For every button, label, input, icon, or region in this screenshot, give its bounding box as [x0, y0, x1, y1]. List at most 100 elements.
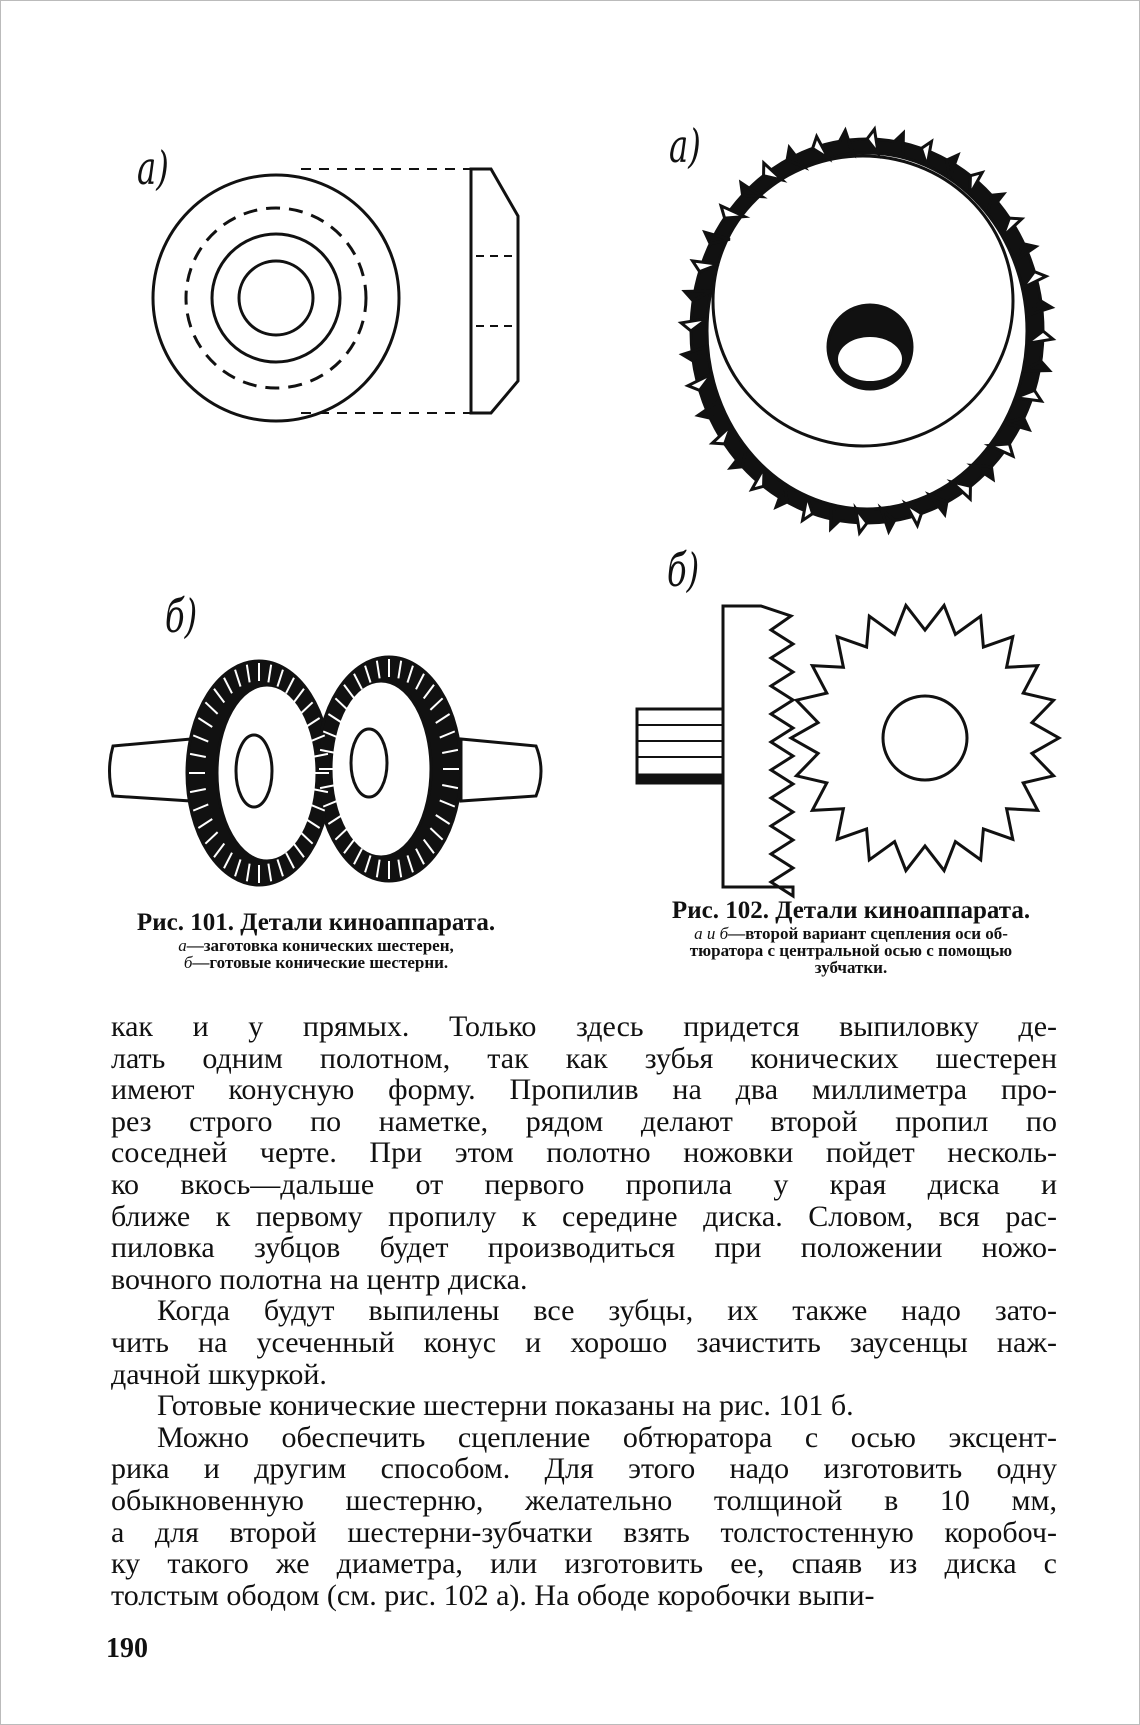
- text-line: рика и другим способом. Для этого надо и…: [111, 1452, 1057, 1486]
- gear-tooth: [901, 499, 924, 530]
- gear-tooth: [441, 783, 459, 790]
- gear-tooth: [865, 125, 881, 159]
- fig101-title: Рис. 101. Детали киноаппарата.: [136, 909, 496, 936]
- gear-tooth: [197, 818, 213, 829]
- fig101b-bevel-gears: [108, 655, 543, 887]
- gear-tooth: [439, 799, 456, 808]
- gear-tooth: [223, 677, 233, 694]
- gear-tooth: [311, 752, 329, 759]
- gear-tooth: [234, 859, 242, 877]
- gear-tooth: [1021, 269, 1050, 290]
- text-line: обыкновенную шестерню, желательно толщин…: [111, 1483, 1057, 1517]
- caption-letter: б: [183, 953, 193, 972]
- gear-tooth: [311, 787, 329, 794]
- fig101-label-b: б): [165, 589, 198, 643]
- gear-tooth: [853, 503, 869, 537]
- gear-tooth: [189, 787, 207, 794]
- fig102-title: Рис. 102. Детали киноаппарата.: [671, 897, 1031, 924]
- gear-tooth: [343, 684, 356, 700]
- text-line: Когда будут выпилены все зубцы, их также…: [157, 1294, 1057, 1328]
- gear-tooth: [829, 503, 842, 533]
- gear-tooth: [946, 479, 972, 503]
- gear-tooth: [197, 717, 213, 728]
- text-line: толстым ободом (см. рис. 102 а). На обод…: [111, 1578, 875, 1612]
- gear-tooth: [694, 399, 722, 420]
- caption-letter: а: [178, 936, 187, 955]
- gear-tooth: [708, 424, 733, 446]
- gear-tooth: [343, 838, 356, 854]
- gear-tooth: [435, 814, 451, 825]
- gear-tooth: [267, 863, 273, 882]
- text-line: пиловка зубцов будет производиться при п…: [111, 1231, 1057, 1265]
- text-line: рез строго по наметке, рядом делают втор…: [111, 1104, 1057, 1138]
- gear-tooth: [1025, 299, 1056, 317]
- gear-tooth: [689, 259, 720, 274]
- gear-tooth: [327, 814, 343, 825]
- fig101-caption: Рис. 101. Детали киноаппарата. а—заготов…: [121, 909, 511, 971]
- gear-tooth: [785, 143, 810, 171]
- gear-tooth: [422, 684, 435, 700]
- gear-tooth: [213, 688, 226, 704]
- gear-tooth: [204, 831, 219, 845]
- gear-tooth: [406, 665, 414, 683]
- fig102-label-a: а): [669, 119, 701, 173]
- gear-tooth: [1014, 388, 1045, 403]
- gear-tooth: [319, 783, 337, 790]
- text-line: ку такого же диаметра, или изготовить ее…: [111, 1547, 1057, 1581]
- gear-tooth: [334, 697, 349, 711]
- fig102-caption-3: зубчатки.: [814, 958, 888, 977]
- gear-tooth: [924, 491, 949, 519]
- fig101-label-a: а): [137, 141, 169, 195]
- gear-tooth: [267, 664, 273, 683]
- gear-tooth: [1022, 359, 1053, 373]
- gear-tooth: [305, 717, 321, 728]
- gear-tooth: [966, 463, 996, 483]
- gear-tooth: [968, 170, 986, 196]
- gear-tooth: [353, 848, 363, 865]
- gear-tooth: [192, 803, 209, 812]
- gear-tooth: [684, 372, 713, 393]
- gear-tooth: [748, 466, 766, 492]
- gear-tooth: [415, 848, 425, 865]
- caption-letter: а и б: [694, 924, 729, 943]
- gear-tooth: [726, 446, 748, 470]
- fig102a-crown-gear: [677, 125, 1057, 537]
- gear-tooth: [718, 203, 751, 220]
- fig102-caption-1: —второй вариант сцепления оси об-: [728, 924, 1008, 943]
- gear-tooth: [322, 799, 339, 808]
- gear-tooth: [919, 138, 934, 167]
- gear-tooth: [299, 831, 314, 845]
- gear-tooth: [204, 701, 219, 715]
- text-line: имеют конусную форму. Пропилив на два ми…: [111, 1073, 1057, 1107]
- gear-tooth: [800, 495, 815, 524]
- gear-tooth: [892, 129, 905, 159]
- gear-tooth: [276, 669, 284, 687]
- gear-tooth: [234, 669, 242, 687]
- gear-tooth: [1025, 329, 1057, 345]
- text-line: Готовые конические шестерни показаны на …: [157, 1389, 854, 1423]
- gear-tooth: [1003, 416, 1032, 433]
- gear-tooth: [429, 697, 444, 711]
- gear-tooth: [292, 842, 305, 858]
- gear-tooth: [309, 734, 326, 743]
- gear-tooth: [305, 818, 321, 829]
- gear-tooth: [334, 827, 349, 841]
- fig101a-blank-disk: [151, 167, 520, 423]
- gear-tooth: [299, 701, 314, 715]
- gear-tooth: [677, 317, 709, 333]
- gear-tooth: [439, 730, 456, 739]
- gear-tooth: [738, 179, 768, 199]
- gear-tooth: [1012, 242, 1040, 263]
- text-line: вочного полотна на центр диска.: [111, 1262, 528, 1296]
- gear-tooth: [189, 752, 207, 759]
- text-line: а для второй шестерни-зубчатки взять тол…: [111, 1515, 1057, 1549]
- gear-tooth: [285, 852, 295, 869]
- gear-tooth: [375, 660, 381, 679]
- page-number: 190: [106, 1633, 148, 1664]
- body-text: как и у прямых. Только здесь придется вы…: [111, 1011, 1057, 1611]
- text-line: соседней черте. При этом полотно ножовки…: [111, 1136, 1057, 1170]
- gear-tooth: [1001, 216, 1026, 238]
- gear-tooth: [397, 660, 403, 679]
- gear-tooth: [322, 730, 339, 739]
- gear-tooth: [375, 859, 381, 878]
